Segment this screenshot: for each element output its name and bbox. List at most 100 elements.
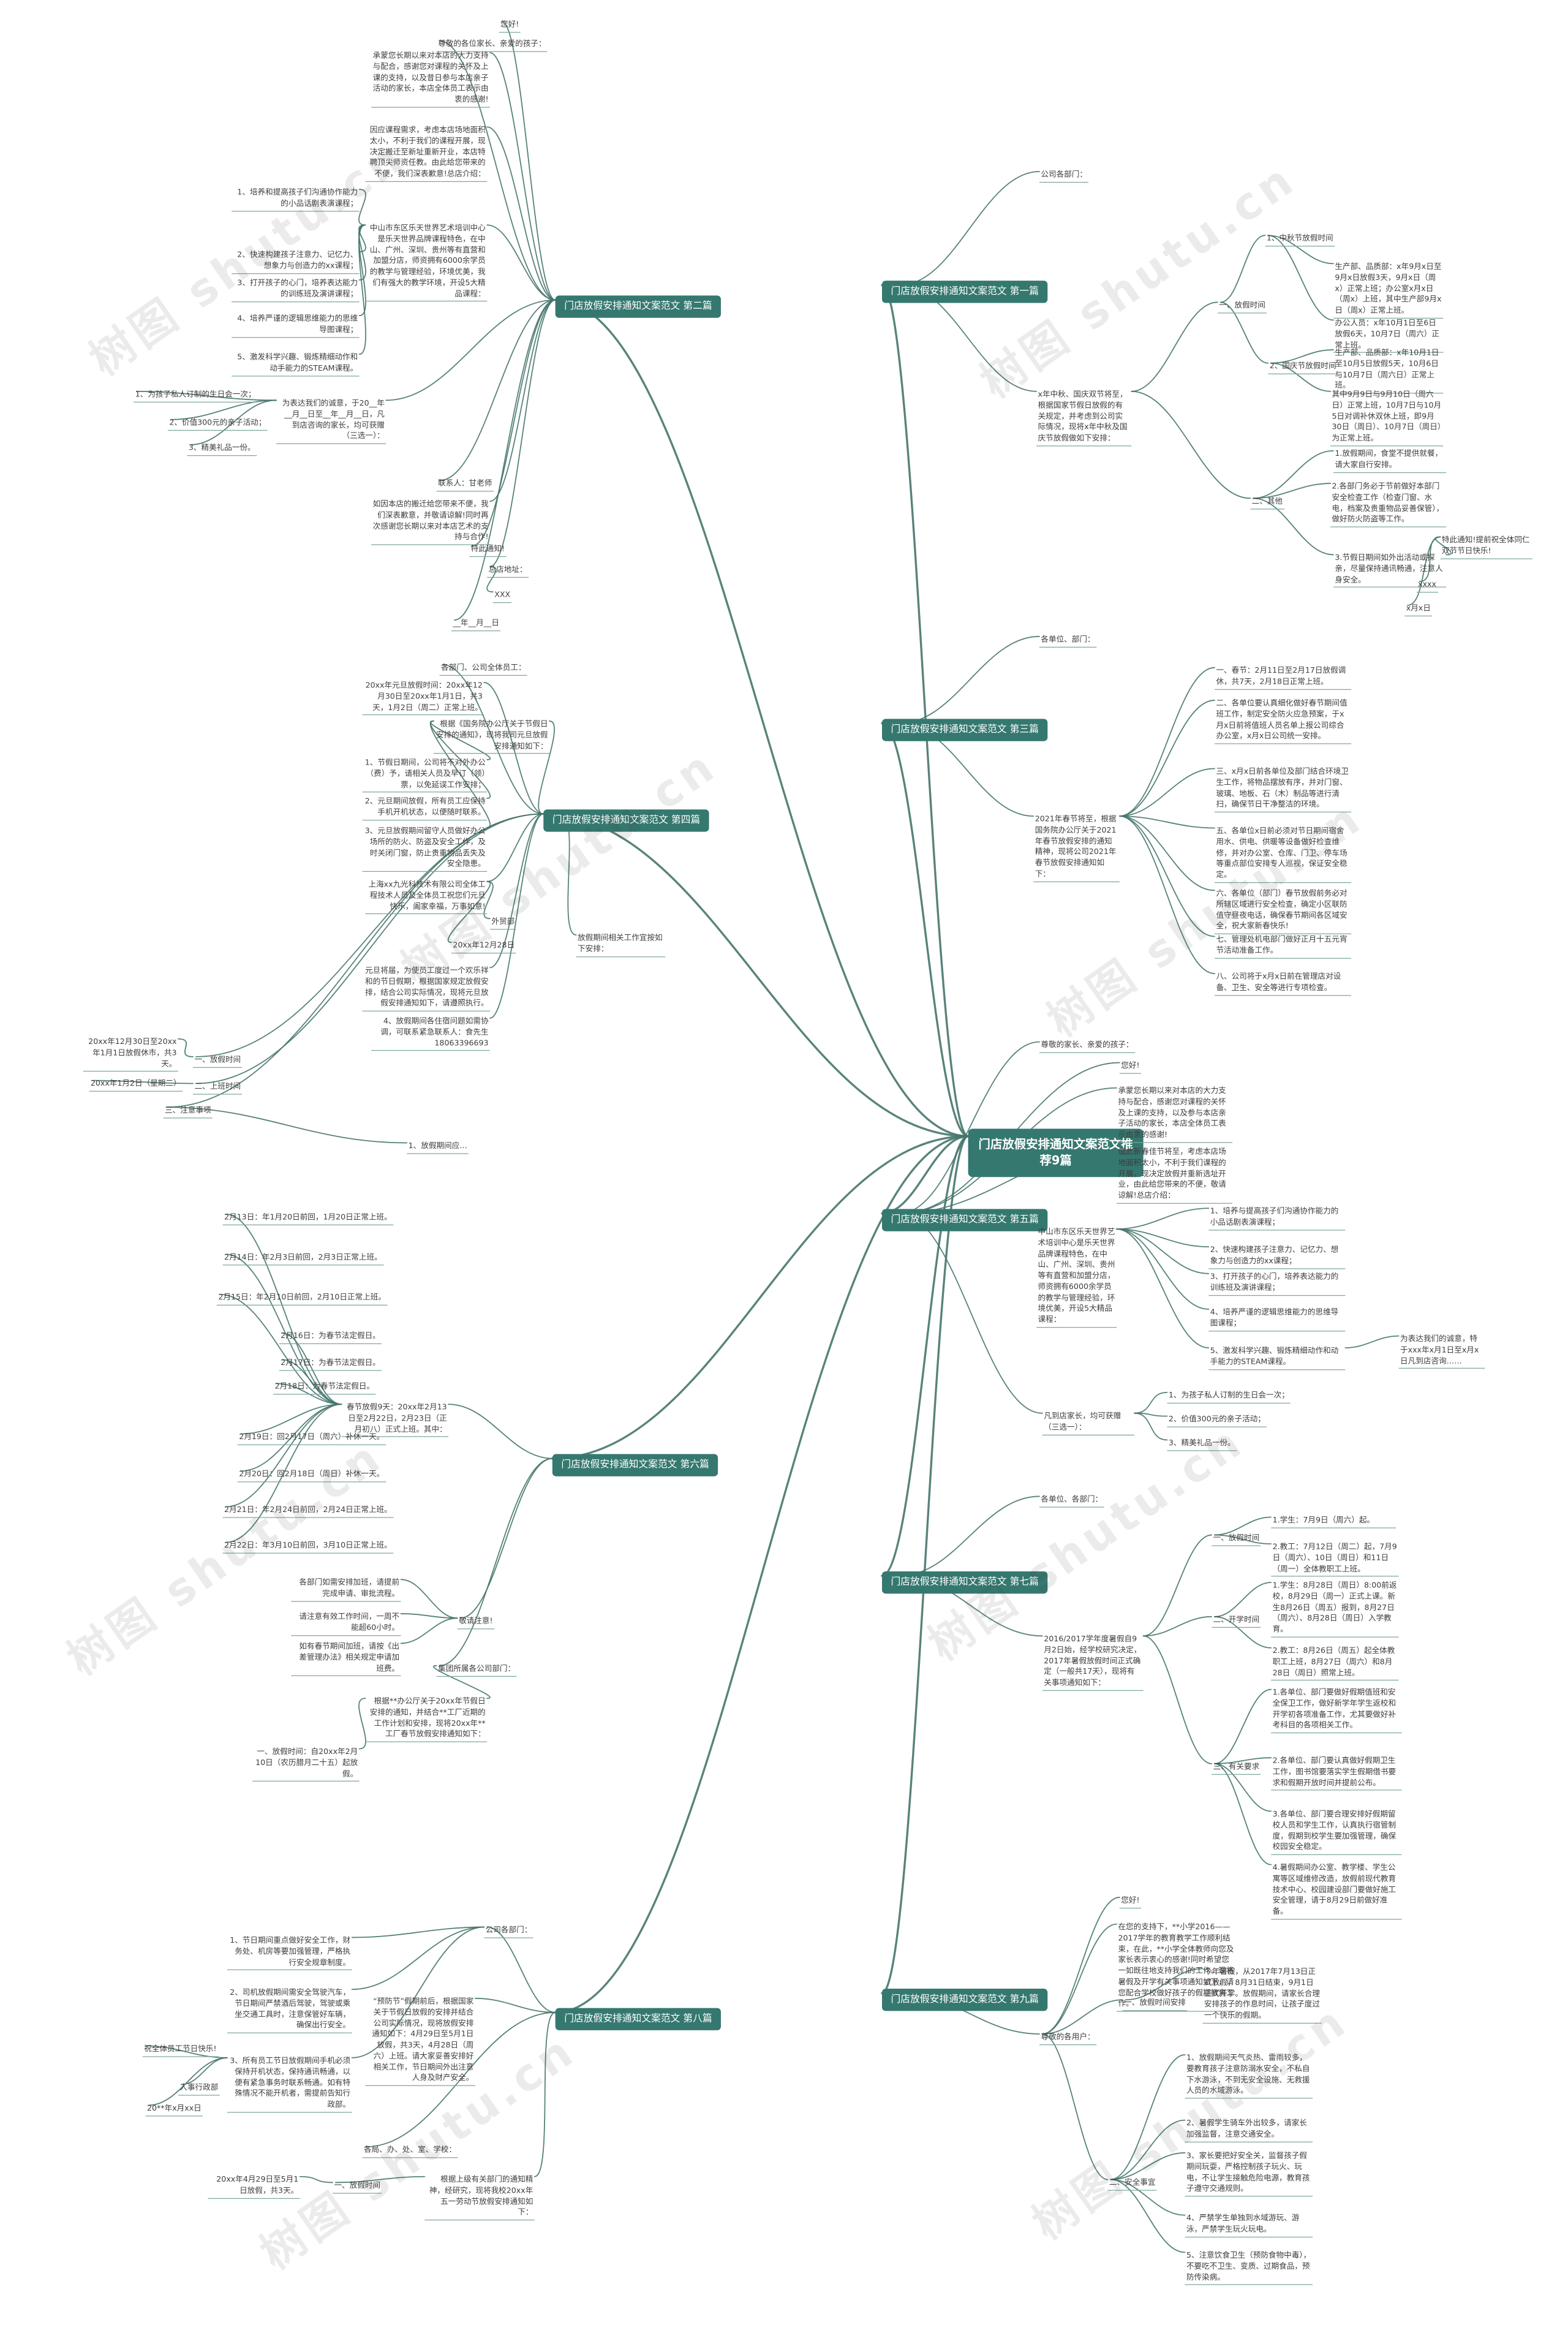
subtopic-b2-5c[interactable]: 3、打开孩子的心门，培养表达能力的训练班及演讲课程； [232, 278, 360, 302]
subtopic-b4-18[interactable]: 1、放假期间应… [407, 1141, 469, 1154]
subtopic-b2-5a[interactable]: 1、培养和提高孩子们沟通协作能力的小品话剧表演课程； [232, 187, 360, 211]
central-topic[interactable]: 门店放假安排通知文案范文推荐9篇 [968, 1128, 1144, 1177]
subtopic-b4-9[interactable]: 20xx年12月28日 [451, 940, 516, 954]
subtopic-b4-11[interactable]: 元旦将届，为使员工度过一个欢乐祥和的节日假期，根据国家规定放假安排，结合公司实际… [362, 966, 490, 1011]
subtopic-b1-3-2a[interactable]: 生产部、品质部：x年10月1日至10月5日放假5天，10月6日与10月7日（周六… [1333, 347, 1444, 394]
branch-topic-b7[interactable]: 门店放假安排通知文案范文 第七篇 [881, 1571, 1048, 1594]
subtopic-b4-2[interactable]: 20xx年元旦放假时间：20xx年12月30日至20xx年1月1日，共3天，1月… [362, 680, 484, 716]
subtopic-b8-12[interactable]: 20xx年4月29日至5月1日放假，共3天。 [208, 2174, 300, 2199]
subtopic-b6-7[interactable]: 2月18日：为春节法定假日。 [273, 1382, 376, 1395]
subtopic-b5-10[interactable]: 凡到店家长，均可获赠（三选一）： [1042, 1411, 1135, 1435]
subtopic-b8-11[interactable]: 一、放假时间 [333, 2180, 382, 2194]
subtopic-b5-1[interactable]: 尊敬的家长、亲爱的孩子： [1039, 1040, 1135, 1053]
subtopic-b4-7[interactable]: 上海xx九光科技术有限公司全体工程技术人员及全体员工祝您们元旦快乐，阖家幸福，万… [365, 879, 488, 915]
subtopic-b6-11[interactable]: 2月22日：年3月10日前回，3月10日正常上班。 [222, 1540, 394, 1554]
subtopic-b4-5[interactable]: 2、元旦期间放假，所有员工应保持手机开机状态，以便随时联系。 [362, 796, 488, 820]
subtopic-b7-3b[interactable]: 2.教工：7月12日（周二）起，7月9日（周六）、10日（周日）和11日（周一）… [1271, 1541, 1399, 1577]
subtopic-b1-4c1[interactable]: 特此通知!提前祝全体同仁双节节日快乐! [1440, 535, 1532, 559]
subtopic-b3-1[interactable]: 各单位、部门： [1039, 634, 1096, 648]
subtopic-b3-9[interactable]: 八、公司将于x月x日前在管理店对设备、卫生、安全等进行专项检查。 [1215, 971, 1352, 996]
subtopic-b9-5[interactable]: 二、安全事宜 [1107, 2177, 1157, 2191]
subtopic-b1-4c[interactable]: 3.节假日期间如外出活动或探亲，尽量保持通讯畅通，注意人身安全。 [1333, 553, 1447, 588]
subtopic-b1-4c3[interactable]: x月x日 [1404, 603, 1433, 616]
subtopic-b2-5e[interactable]: 5、激发科学兴趣、锻炼精细动作和动手能力的STEAM课程。 [232, 352, 360, 376]
subtopic-b5-11[interactable]: 中山市东区乐天世界艺术培训中心是乐天世界品牌课程特色，在中山、广州、深圳、贵州等… [1036, 1227, 1117, 1328]
subtopic-b5-5[interactable]: 1、培养与提高孩子们沟通协作能力的小品话剧表演课程； [1208, 1206, 1346, 1230]
subtopic-b6-15[interactable]: 敬请注意! [457, 1616, 494, 1630]
subtopic-b4-16[interactable]: 二、上班时间 [193, 1081, 243, 1095]
subtopic-b4-4[interactable]: 1、节假日期间，公司将不对外办公（费）予，请相关人员及早订（领）票，以免延误工作… [362, 757, 488, 793]
subtopic-b3-3[interactable]: 一、春节：2月11日至2月17日放假调休，共7天，2月18日正常上班。 [1215, 665, 1352, 690]
subtopic-b7-5d[interactable]: 4.暑假期间办公室、教学楼、学生公寓等区域维修改造，放假前现代教育技术中心、校园… [1271, 1862, 1402, 1920]
branch-topic-b3[interactable]: 门店放假安排通知文案范文 第三篇 [881, 719, 1048, 741]
subtopic-b7-2[interactable]: 2016/2017学年度暑假自9月2日始，经学校研究决定，2017年暑假放假时间… [1042, 1634, 1144, 1691]
subtopic-b6-1[interactable]: 春节放假9天：20xx年2月13日至2月22日，2月23日（正月初八）正式上班。… [341, 1402, 449, 1437]
subtopic-b1-3-2b[interactable]: 其中9月9日与9月10日（周六日）正常上班，10月7日与10月5日对调补休双休上… [1330, 389, 1444, 447]
subtopic-b4-13[interactable]: 20xx年12月30日至20xx年1月1日放假休市，共3天。 [83, 1037, 178, 1072]
subtopic-b7-5[interactable]: 三、有关要求 [1212, 1761, 1261, 1775]
subtopic-b6-4[interactable]: 2月15日：年2月10日前回，2月10日正常上班。 [216, 1292, 388, 1306]
subtopic-b2-5[interactable]: 中山市东区乐天世界艺术培训中心是乐天世界品牌课程特色，在中山、广州、深圳、贵州等… [365, 223, 488, 302]
subtopic-b9-4[interactable]: 一、放假时间安排 [1122, 1998, 1188, 2011]
subtopic-b3-8[interactable]: 七、管理处机电部门做好正月十五元宵节活动准备工作。 [1215, 934, 1352, 959]
subtopic-b8-7[interactable]: 人事行政部 [178, 2082, 220, 2096]
subtopic-b1-2[interactable]: x年中秋、国庆双节将至，根据国家节假日放假的有关规定，并考虑到公司实际情况，现将… [1036, 389, 1132, 447]
subtopic-b5-3[interactable]: 承蒙您长期以来对本店的大力支持与配合，感谢您对课程的关怀及上课的支持，以及参与本… [1117, 1086, 1233, 1143]
subtopic-b2-12[interactable]: __年__月__日 [451, 618, 501, 632]
subtopic-b8-3[interactable]: 2、司机放假期间需安全驾驶汽车，节日期间严禁酒后驾驶，驾驶或乘坐交通工具时，注意… [227, 1987, 352, 2033]
subtopic-b7-4a[interactable]: 1.学生：8月28日（周日）8:00前返校，8月29日（周一）正式上课。新生8月… [1271, 1580, 1399, 1638]
subtopic-b3-4[interactable]: 二、各单位要认真细化做好春节期间值班工作，制定安全防火应急预案，于x月x日前将值… [1215, 698, 1352, 744]
subtopic-b9-5e[interactable]: 5、注意饮食卫生（预防食物中毒），不要吃不卫生、变质、过期食品，预防传染病。 [1185, 2250, 1313, 2286]
subtopic-b4-3[interactable]: 根据《国务院办公厅关于节假日安排的通知》，现将我司元旦放假安排通知如下： [433, 719, 549, 754]
subtopic-b8-1[interactable]: 公司各部门： [484, 1925, 533, 1938]
subtopic-b5-2[interactable]: 您好! [1119, 1060, 1141, 1074]
subtopic-b2-7[interactable]: 联系人：甘老师 [436, 478, 494, 492]
branch-topic-b8[interactable]: 门店放假安排通知文案范文 第八篇 [555, 2008, 722, 2031]
subtopic-b2-6b[interactable]: 2、价值300元的亲子活动； [167, 417, 268, 431]
subtopic-b2-6c[interactable]: 3、精美礼品一份。 [187, 442, 257, 456]
subtopic-b1-1[interactable]: 公司各部门： [1039, 169, 1089, 183]
subtopic-b4-1[interactable]: 各部门、公司全体员工： [439, 662, 527, 676]
subtopic-b4-10[interactable]: 放假期间相关工作宜按如下安排： [576, 932, 666, 957]
subtopic-b2-6a[interactable]: 1、为孩子私人订制的生日会一次； [134, 389, 257, 403]
subtopic-b6-2[interactable]: 2月13日：年1月20日前回，1月20日正常上班。 [222, 1212, 394, 1225]
subtopic-b7-4[interactable]: 二、开学时间 [1212, 1614, 1261, 1628]
subtopic-b8-4[interactable]: “预防节”假期前后，根据国家关于节假日放假的安排并结合公司实际情况，现将放假安排… [365, 1996, 475, 2086]
subtopic-b7-5b[interactable]: 2.各单位、部门要认真做好假期卫生工作，图书馆要落实学生假期借书要求和假期开放时… [1271, 1755, 1402, 1791]
subtopic-b4-14[interactable]: 一、放假时间 [193, 1054, 243, 1068]
subtopic-b6-5[interactable]: 2月16日：为春节法定假日。 [279, 1331, 382, 1344]
subtopic-b3-6[interactable]: 五、各单位x日前必须对节日期间宿舍用水、供电、供暖等设备做好检查维修，并对办公室… [1215, 826, 1352, 883]
subtopic-b1-4[interactable]: 二、其他 [1250, 496, 1284, 510]
branch-topic-b4[interactable]: 门店放假安排通知文案范文 第四篇 [543, 809, 709, 832]
subtopic-b9-3[interactable]: 在您的支持下，**小学2016——2017学年的教育教学工作顺利结束，在此，**… [1117, 1922, 1235, 2012]
subtopic-b4-6[interactable]: 3、元旦放假期间留守人员做好办公场所的防火、防盗及安全工作，及时关闭门窗，防止贵… [362, 826, 488, 872]
subtopic-b8-10[interactable]: 根据上级有关部门的通知精神，经研究，现将我校20xx年五一劳动节放假安排通知如下… [424, 2174, 535, 2221]
subtopic-b7-5c[interactable]: 3.各单位、部门要合理安排好假期留校人员和学生工作，认真执行宿管制度，假期到校学… [1271, 1809, 1402, 1855]
subtopic-b5-10a[interactable]: 1、为孩子私人订制的生日会一次； [1167, 1390, 1291, 1404]
branch-topic-b2[interactable]: 门店放假安排通知文案范文 第二篇 [555, 295, 722, 319]
subtopic-b2-3[interactable]: 承蒙您长期以来对本店的大力支持与配合，感谢您对课程的关怀及上课的支持，以及昔日参… [371, 50, 490, 108]
subtopic-b9-2[interactable]: 您好! [1119, 1895, 1141, 1908]
subtopic-b8-6[interactable]: 祝全体员工节日快乐! [142, 2044, 218, 2057]
subtopic-b2-6[interactable]: 为表达我们的诚意，于20__年__月__日至__年__月__日，凡到店咨询的家长… [276, 398, 386, 444]
subtopic-b8-2[interactable]: 1、节日期间重点做好安全工作，财务处、机房等要加强管理，严格执行安全规章制度。 [227, 1935, 352, 1971]
subtopic-b6-3[interactable]: 2月14日：年2月3日前回，2月3日正常上班。 [222, 1252, 384, 1266]
subtopic-b1-4c2[interactable]: xxxx [1416, 579, 1438, 592]
subtopic-b1-3-1[interactable]: 1、中秋节放假时间 [1265, 233, 1335, 247]
subtopic-b2-11[interactable]: XXX [492, 589, 512, 603]
subtopic-b9-5b[interactable]: 2、暑假学生骑车外出较多，请家长加强监督，注意交通安全。 [1185, 2118, 1313, 2142]
subtopic-b9-5d[interactable]: 4、严禁学生单独到水域游玩、游泳，严禁学生玩火玩电。 [1185, 2213, 1313, 2237]
subtopic-b4-12[interactable]: 4、放假期间各住宿问题如需协调，可联系紧急联系人：食先生18063396693 [371, 1016, 490, 1051]
subtopic-b2-5d[interactable]: 4、培养严谨的逻辑思维能力的思维导图课程； [232, 314, 360, 338]
subtopic-b7-3[interactable]: 一、放假时间 [1212, 1533, 1261, 1546]
subtopic-b2-8[interactable]: 如因本店的搬迁给您带来不便，我们深表歉意，并敬请谅解!同时再次感谢您长期以来对本… [371, 499, 490, 545]
subtopic-b6-17[interactable]: 根据**办公厅关于20xx年节假日安排的通知，并结合**工厂近期的工作计划和安排… [365, 1696, 488, 1742]
branch-topic-b6[interactable]: 门店放假安排通知文案范文 第六篇 [552, 1454, 718, 1476]
subtopic-b8-8[interactable]: 20**年x月xx日 [145, 2103, 203, 2117]
subtopic-b8-5[interactable]: 3、所有员工节日放假期间手机必须保持开机状态，保持通讯畅通，以便有紧急事务时联系… [227, 2055, 352, 2113]
subtopic-b3-5[interactable]: 三、x月x日前各单位及部门结合环境卫生工作，将物品摆放有序，并对门窗、玻璃、地板… [1215, 766, 1352, 813]
subtopic-b5-6[interactable]: 2、快速构建孩子注意力、记忆力、想象力与创造力的xx课程； [1208, 1245, 1346, 1269]
subtopic-b6-14[interactable]: 如有春节期间加班，请按《出差管理办法》相关规定申请加班费。 [291, 1641, 401, 1677]
subtopic-b2-1[interactable]: 您好! [499, 20, 521, 33]
subtopic-b9-4a[interactable]: 今年暑假，从2017年7月13日正式放假，8月31日结束，9月1日正式开学。放假… [1202, 1967, 1322, 2024]
